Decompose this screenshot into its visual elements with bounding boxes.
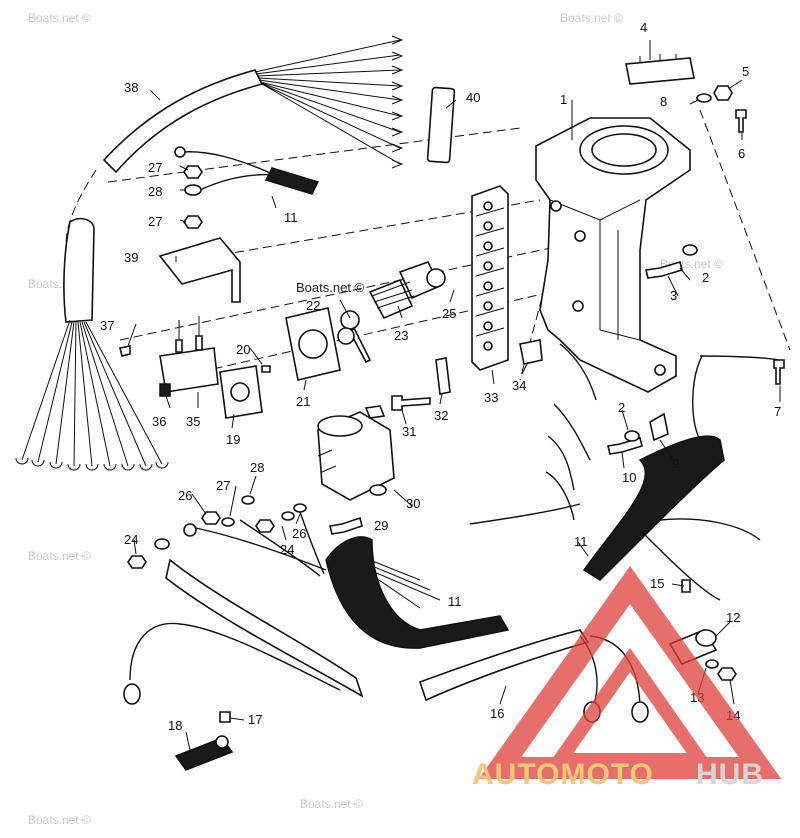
callout-30: 30	[406, 496, 420, 511]
callout-4: 4	[640, 20, 647, 35]
callout-35: 35	[186, 414, 200, 429]
callout-39: 39	[124, 250, 138, 265]
terminal-block-33	[471, 185, 509, 371]
callout-17: 17	[248, 712, 262, 727]
washer-2b	[624, 430, 640, 442]
ignition-switch-23	[368, 261, 446, 320]
rectifier-35	[159, 316, 219, 393]
callout-labels: 1 2 2 3 4 5 6 7 8 9 10 11 11 11 12 13 14…	[100, 20, 781, 733]
callout-2: 2	[618, 400, 625, 415]
watermark-center: Boats.net ©	[296, 280, 365, 295]
callout-25: 25	[442, 306, 456, 321]
callout-22: 22	[306, 298, 320, 313]
battery-cable-lower-left	[165, 523, 364, 698]
bracket-39	[158, 237, 241, 303]
callout-10: 10	[622, 470, 636, 485]
bolt-29	[329, 516, 363, 535]
washer-13	[705, 659, 719, 669]
callout-38: 38	[124, 80, 138, 95]
callout-2: 2	[702, 270, 709, 285]
harness-11-right	[582, 435, 761, 601]
callout-11: 11	[284, 210, 298, 225]
callout-31: 31	[402, 424, 416, 439]
gasket-19	[219, 365, 263, 419]
callout-28: 28	[250, 460, 264, 475]
clip-32	[435, 357, 451, 395]
brand-text-automoto: AUTOMOTO	[472, 758, 654, 791]
brand-watermark: AUTOMOTO HUB	[472, 566, 782, 791]
watermark: Boats.net ©	[28, 11, 91, 25]
watermark-layer: Boats.net © Boats.net © Boats.net © Boat…	[28, 11, 723, 827]
callout-32: 32	[434, 408, 448, 423]
callout-26: 26	[178, 488, 192, 503]
watermark: Boats.net ©	[28, 813, 91, 827]
triangle-inner-icon	[546, 647, 714, 767]
callout-8: 8	[660, 94, 667, 109]
decal-40	[426, 86, 456, 164]
screw-20	[261, 365, 271, 373]
callout-36: 36	[152, 414, 166, 429]
callout-19: 19	[226, 432, 240, 447]
clamp-18	[174, 735, 234, 771]
callout-3: 3	[670, 288, 677, 303]
callout-28: 28	[148, 184, 162, 199]
nut-14	[717, 667, 737, 681]
callout-15: 15	[650, 576, 664, 591]
callout-26: 26	[292, 526, 306, 541]
mounting-plate-21	[285, 307, 341, 381]
mounting-bracket-1	[535, 117, 691, 393]
callout-27: 27	[148, 160, 162, 175]
callout-9: 9	[672, 456, 679, 471]
bolt-31	[391, 395, 431, 411]
triangle-logo-icon	[478, 566, 782, 779]
bolt-10	[607, 436, 643, 455]
callout-20: 20	[236, 342, 250, 357]
keys-22	[337, 310, 372, 364]
callout-24: 24	[124, 532, 138, 547]
callout-6: 6	[738, 146, 745, 161]
callout-5: 5	[742, 64, 749, 79]
screw-15	[681, 579, 691, 593]
watermark: Boats.net ©	[28, 549, 91, 563]
watermark: Boats.net ©	[560, 11, 623, 25]
callout-11: 11	[574, 534, 588, 549]
switch-4	[625, 54, 695, 85]
callout-27: 27	[216, 478, 230, 493]
callout-27: 27	[148, 214, 162, 229]
callout-40: 40	[466, 90, 480, 105]
harness-sleeve-38	[102, 35, 404, 174]
callout-7: 7	[774, 404, 781, 419]
watermark: Boats.net ©	[300, 797, 363, 811]
callout-12: 12	[726, 610, 740, 625]
callout-29: 29	[374, 518, 388, 533]
callout-23: 23	[394, 328, 408, 343]
harness-11-lower	[195, 511, 510, 649]
callout-24: 24	[280, 542, 294, 557]
callout-21: 21	[296, 394, 310, 409]
callout-18: 18	[168, 718, 182, 733]
fasteners-lower	[127, 495, 307, 569]
solenoid-30	[317, 405, 395, 501]
fasteners-5-6-8	[696, 85, 747, 133]
lead-wire-11-top	[174, 146, 320, 195]
screw-17	[219, 711, 231, 723]
callout-1: 1	[560, 92, 567, 107]
clip-9	[649, 412, 669, 442]
loose-wires	[469, 343, 779, 525]
callout-16: 16	[490, 706, 504, 721]
callout-37: 37	[100, 318, 114, 333]
battery-cable-loop	[123, 622, 341, 705]
brand-text-hub: HUB	[696, 758, 764, 791]
nuts-washers-27-28	[183, 165, 203, 229]
callout-11: 11	[448, 594, 462, 609]
callout-33: 33	[484, 390, 498, 405]
screw-7	[773, 359, 785, 385]
screw-37	[119, 345, 131, 357]
bracket-36	[159, 383, 171, 397]
callout-34: 34	[512, 378, 526, 393]
harness-sleeve-left	[15, 217, 169, 471]
clip-34	[519, 339, 543, 365]
washer-2	[682, 244, 698, 256]
